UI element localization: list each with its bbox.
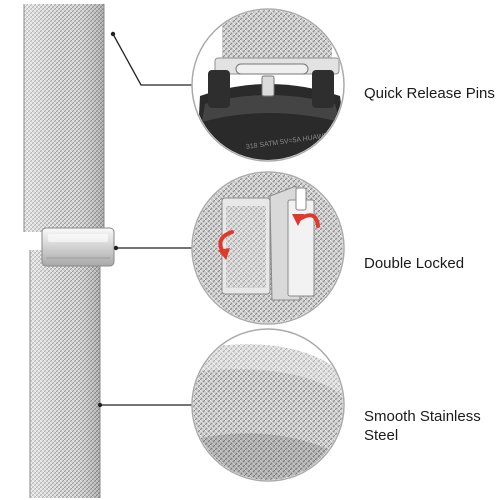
feature-label-double-locked: Double Locked — [364, 255, 465, 272]
detail-circle-smooth-steel — [191, 328, 345, 482]
feature-label-smooth-steel: Smooth Stainless Steel — [364, 408, 481, 444]
feature-label-quick-release: Quick Release Pins — [364, 85, 495, 102]
detail-circle-double-locked — [191, 171, 345, 325]
leader-lines — [97, 31, 192, 408]
mesh-strap — [23, 4, 105, 498]
detail-circle-quick-release: 318 SATM 5V=5A HUAWEI — [191, 8, 345, 162]
clasp-buckle — [41, 227, 115, 267]
